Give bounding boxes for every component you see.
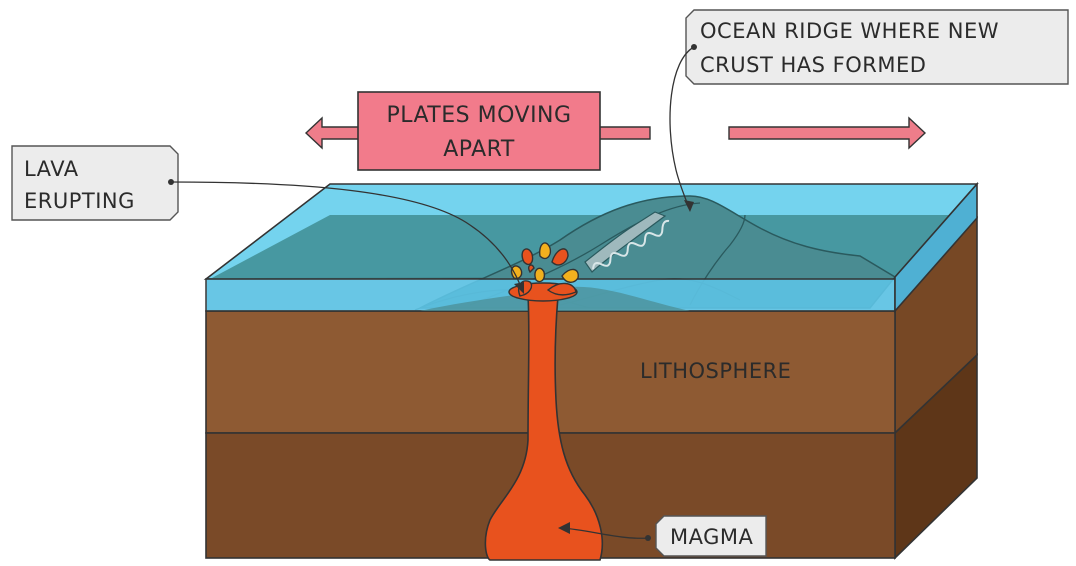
plates-label-line1: PLATES MOVING xyxy=(386,103,571,128)
right-plate-arrow xyxy=(729,118,925,148)
magma-callout: MAGMA xyxy=(656,516,766,556)
leader-dot xyxy=(645,535,651,541)
lava-label-line2: ERUPTING xyxy=(24,189,135,213)
ocean-ridge-label-line1: OCEAN RIDGE WHERE NEW xyxy=(700,19,999,43)
lava-label-line1: LAVA xyxy=(24,157,79,181)
plates-label-line2: APART xyxy=(443,137,515,162)
lithosphere-label: LITHOSPHERE xyxy=(640,359,791,383)
plates-moving-apart-label: PLATES MOVING APART xyxy=(358,92,600,170)
ocean-ridge-callout: OCEAN RIDGE WHERE NEW CRUST HAS FORMED xyxy=(686,10,1068,84)
lava-erupting-callout: LAVA ERUPTING xyxy=(12,146,178,220)
leader-dot xyxy=(691,44,697,50)
magma-label: MAGMA xyxy=(670,525,754,549)
leader-dot xyxy=(168,179,174,185)
ocean-ridge-label-line2: CRUST HAS FORMED xyxy=(700,53,926,77)
